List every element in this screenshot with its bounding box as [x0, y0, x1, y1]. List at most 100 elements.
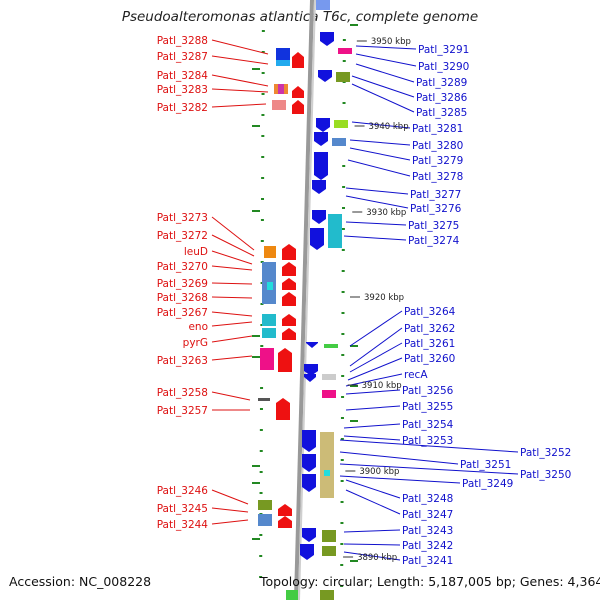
- tick-mark: [341, 354, 345, 356]
- gene-label-left: Patl_3263: [157, 355, 208, 367]
- gene-block: [278, 84, 284, 94]
- gene-label-right: Patl_3276: [410, 203, 462, 215]
- gene-block: [264, 246, 276, 258]
- leader-line-left: [211, 355, 253, 361]
- gene-label-right: Patl_3250: [520, 469, 571, 481]
- tick-mark: [259, 471, 263, 473]
- tick-mark: [259, 576, 263, 578]
- tick-mark: [252, 68, 260, 70]
- tick-mark: [261, 177, 265, 179]
- gene-label-right: Patl_3278: [412, 171, 463, 183]
- tick-mark: [341, 249, 345, 251]
- leader-line-left: [211, 55, 269, 65]
- gene-label-right: Patl_3262: [404, 323, 455, 335]
- gene-label-right: Patl_3255: [402, 401, 453, 413]
- leader-line-left: [211, 321, 253, 327]
- gene-label-left: Patl_3258: [157, 387, 208, 399]
- leader-line-right: [345, 221, 407, 226]
- leader-line-left: [211, 296, 253, 299]
- leader-line-left: [211, 489, 249, 505]
- gene-label-left: pyrG: [183, 337, 208, 349]
- tick-mark: [342, 165, 346, 167]
- leader-line-right: [349, 139, 411, 146]
- gene-label-left: Patl_3284: [157, 70, 209, 82]
- reverse-gene-arrow: [306, 342, 318, 348]
- backbone: [294, 0, 316, 600]
- gene-label-right: Patl_3254: [402, 419, 454, 431]
- leader-line-right: [345, 195, 409, 209]
- gene-label-right: Patl_3291: [418, 44, 469, 56]
- forward-gene-arrow: [292, 100, 304, 114]
- leader-line-right: [347, 159, 411, 177]
- gene-block: [338, 48, 352, 54]
- forward-gene-arrow: [282, 278, 296, 290]
- accession-text: Accession: NC_008228: [9, 574, 152, 589]
- gene-block: [267, 282, 273, 290]
- leader-line-left: [211, 39, 269, 55]
- leader-line-right: [339, 475, 461, 484]
- gene-block: [332, 138, 346, 146]
- leader-line-left: [211, 282, 253, 285]
- tick-mark: [259, 555, 263, 557]
- topology-text: Topology: circular; Length: 5,187,005 bp…: [260, 574, 600, 589]
- gene-label-right: Patl_3285: [416, 107, 467, 119]
- gene-block: [276, 48, 290, 60]
- tick-mark: [340, 585, 344, 587]
- tick-mark: [340, 543, 344, 545]
- label-leader-lines: [211, 39, 519, 561]
- gene-label-left: Patl_3244: [157, 519, 209, 531]
- leader-line-right: [343, 529, 401, 533]
- tick-mark: [261, 135, 265, 137]
- gene-label-right: Patl_3261: [404, 338, 455, 350]
- tick-mark: [252, 482, 260, 484]
- forward-gene-arrow: [278, 348, 292, 372]
- gene-block: [322, 546, 336, 556]
- reverse-gene-arrow: [302, 474, 316, 492]
- tick-mark: [341, 291, 345, 293]
- gene-label-right: Patl_3275: [408, 220, 459, 232]
- kbp-label: 3920 kbp: [364, 293, 404, 303]
- gene-block: [258, 398, 270, 401]
- gene-block: [324, 344, 338, 348]
- tick-mark: [350, 385, 358, 387]
- tick-mark: [259, 408, 263, 410]
- tick-mark: [252, 335, 260, 337]
- tick-mark: [259, 429, 263, 431]
- gene-block: [320, 432, 334, 498]
- gene-label-left: Patl_3287: [157, 51, 208, 63]
- tick-mark: [252, 356, 260, 358]
- gene-label-right: Patl_3242: [402, 540, 453, 552]
- gene-label-right: Patl_3247: [402, 509, 453, 521]
- gene-label-right: Patl_3249: [462, 478, 513, 490]
- gene-block: [258, 500, 272, 510]
- reverse-gene-arrow: [300, 544, 314, 560]
- tick-mark: [340, 417, 344, 419]
- tick-mark: [252, 538, 260, 540]
- tick-mark: [350, 24, 358, 26]
- leader-line-right: [343, 435, 401, 441]
- gene-block: [272, 100, 286, 110]
- reverse-gene-arrow: [318, 70, 332, 82]
- tick-mark: [340, 459, 344, 461]
- forward-gene-arrow: [278, 516, 292, 528]
- gene-block: [286, 590, 298, 600]
- gene-label-left: Patl_3246: [157, 485, 209, 497]
- gene-block: [260, 348, 274, 370]
- gene-labels: Patl_3288Patl_3287Patl_3284Patl_3283Patl…: [157, 35, 572, 567]
- reverse-gene-arrow: [302, 454, 316, 472]
- leader-line-left: [211, 265, 253, 271]
- kbp-label: 3900 kbp: [359, 467, 399, 477]
- gene-block: [334, 120, 348, 128]
- tick-mark: [261, 30, 265, 32]
- leader-line-right: [351, 121, 411, 129]
- leader-line-right: [349, 342, 403, 373]
- leader-line-left: [211, 103, 267, 108]
- leader-line-right: [345, 479, 401, 499]
- map-title: Pseudoalteromonas atlantica T6c, complet…: [121, 9, 479, 25]
- tick-mark: [342, 102, 346, 104]
- leader-line-right: [349, 327, 403, 367]
- kbp-label: 3910 kbp: [362, 381, 402, 391]
- leader-line-left: [211, 216, 255, 251]
